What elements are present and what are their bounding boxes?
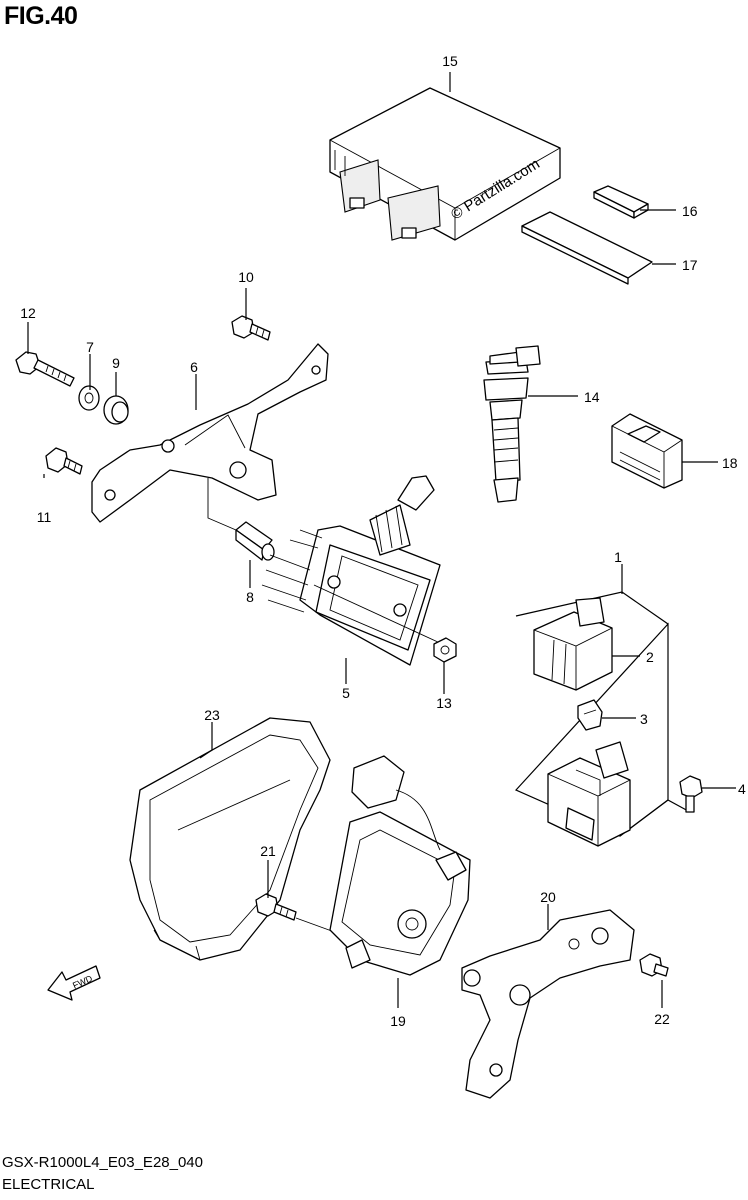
part-19-sensor-bracket[interactable]	[329, 755, 471, 976]
callout-19[interactable]: 19	[390, 1013, 406, 1029]
leader-lines	[27, 72, 736, 1008]
callout-numbers: 1 2 3 4 5 6 7 8 9 10 11 12 13 14 15 16 1…	[20, 53, 746, 1029]
part-16-pad[interactable]	[593, 185, 649, 219]
callout-20[interactable]: 20	[540, 889, 556, 905]
part-15-ecm[interactable]	[329, 87, 561, 241]
callout-2[interactable]: 2	[646, 649, 654, 665]
part-6-bracket[interactable]	[91, 343, 329, 523]
callout-6[interactable]: 6	[190, 359, 198, 375]
callout-22[interactable]: 22	[654, 1011, 670, 1027]
part-4-bolt[interactable]	[679, 775, 703, 813]
part-20-bracket[interactable]	[461, 909, 635, 1099]
part-5-regulator[interactable]	[261, 475, 441, 666]
fwd-arrow-icon: FWD	[47, 965, 101, 1001]
callout-4[interactable]: 4	[738, 781, 746, 797]
part-11-bolt[interactable]	[45, 447, 83, 475]
callout-21[interactable]: 21	[260, 843, 276, 859]
model-code: GSX-R1000L4_E03_E28_040	[2, 1154, 203, 1171]
part-2-relay-cover[interactable]	[533, 597, 613, 691]
callout-23[interactable]: 23	[204, 707, 220, 723]
part-21-bolt[interactable]	[255, 893, 341, 935]
callout-13[interactable]: 13	[436, 695, 452, 711]
callout-12[interactable]: 12	[20, 305, 36, 321]
part-22-bolt[interactable]	[639, 953, 669, 977]
callout-16[interactable]: 16	[682, 203, 698, 219]
part-23-cover[interactable]	[129, 717, 331, 961]
callout-7[interactable]: 7	[86, 339, 94, 355]
callout-3[interactable]: 3	[640, 711, 648, 727]
part-13-nut[interactable]	[433, 637, 457, 663]
figure-title: FIG.40	[4, 2, 78, 30]
part-17-pad[interactable]	[521, 211, 653, 285]
relay-box[interactable]	[547, 741, 631, 847]
callout-9[interactable]: 9	[112, 355, 120, 371]
part-7-washer[interactable]	[78, 385, 100, 411]
callout-5[interactable]: 5	[342, 685, 350, 701]
part-8-spacer[interactable]	[207, 478, 275, 561]
part-14-ignition-coil[interactable]	[483, 345, 541, 503]
callout-18[interactable]: 18	[722, 455, 738, 471]
callout-1[interactable]: 1	[614, 549, 622, 565]
part-18-connector[interactable]	[611, 413, 683, 489]
part-12-bolt[interactable]	[15, 351, 75, 387]
part-9-grommet[interactable]	[103, 395, 129, 425]
callout-11[interactable]: 11	[37, 509, 52, 525]
callout-17[interactable]: 17	[682, 257, 698, 273]
callout-15[interactable]: 15	[442, 53, 458, 69]
part-3-fuse[interactable]	[577, 699, 603, 731]
part-10-bolt[interactable]	[231, 315, 271, 341]
callout-10[interactable]: 10	[238, 269, 254, 285]
callout-8[interactable]: 8	[246, 589, 254, 605]
callout-14[interactable]: 14	[584, 389, 600, 405]
section-name: ELECTRICAL	[2, 1176, 95, 1193]
